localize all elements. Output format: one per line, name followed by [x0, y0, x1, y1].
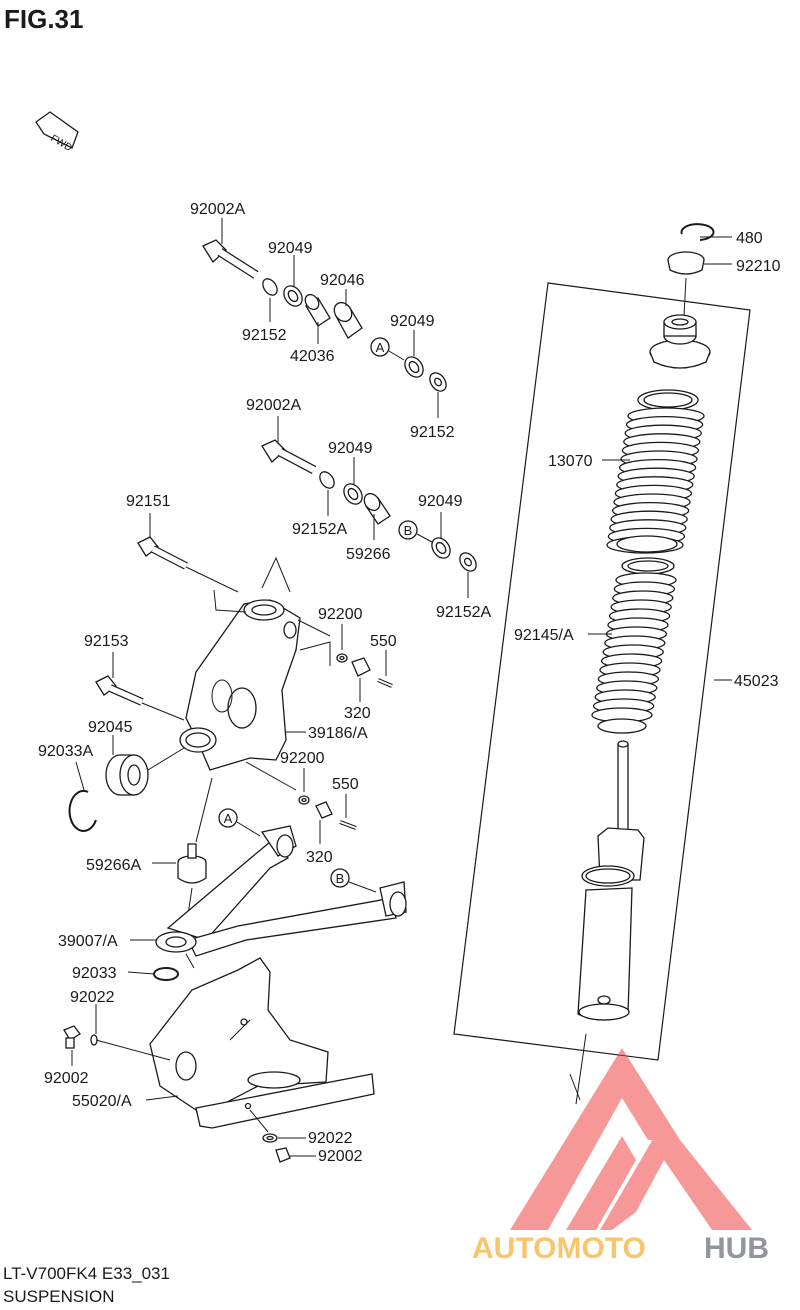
label-59266: 59266: [346, 546, 391, 563]
label-92022-1: 92022: [70, 989, 115, 1006]
label-480: 480: [736, 230, 763, 247]
watermark-logo: [510, 1048, 752, 1230]
callout-a-lower: [218, 808, 238, 828]
damper-body: [577, 740, 645, 1021]
label-55020a: 55020/A: [72, 1093, 132, 1110]
nut-group-upper: [336, 653, 393, 688]
figure-code: LT-V700FK4 E33_031: [3, 1264, 170, 1283]
label-320-2: 320: [306, 849, 333, 866]
circlip-92033: [153, 967, 179, 981]
bearing-59266: [363, 492, 391, 525]
label-92200-2: 92200: [280, 750, 325, 767]
bearing-92045: [105, 747, 185, 796]
bolt-92153: [95, 675, 185, 721]
bolt-92002-right: [262, 1133, 291, 1163]
label-92002-2: 92002: [318, 1148, 363, 1165]
circlip-92033a: [68, 789, 97, 832]
label-320-1: 320: [344, 705, 371, 722]
label-92049-3: 92049: [328, 440, 373, 457]
bolt-92002-left: [63, 1025, 81, 1049]
label-92210: 92210: [736, 258, 781, 275]
figure-name: SUSPENSION: [3, 1287, 114, 1306]
label-92022-2: 92022: [308, 1130, 353, 1147]
label-39007a: 39007/A: [58, 933, 118, 950]
knuckle-39186a: [179, 556, 331, 771]
callout-a-upper: [370, 337, 390, 357]
label-92033a: 92033A: [38, 743, 93, 760]
label-92002a-mid: 92002A: [246, 397, 301, 414]
label-92049-1: 92049: [268, 240, 313, 257]
guard-55020a: [149, 957, 375, 1129]
shock-absorber-frame-45023: [453, 282, 751, 1061]
svg-text:B: B: [336, 871, 345, 886]
collar-42036: [304, 293, 331, 327]
callout-b-lower: [330, 868, 350, 888]
label-92151: 92151: [126, 493, 171, 510]
svg-text:A: A: [376, 340, 385, 355]
knuckle-bolt-92151: [137, 536, 239, 593]
label-13070: 13070: [548, 453, 593, 470]
spring-92145a: [591, 557, 677, 734]
bolt-92002a-top: [202, 239, 259, 279]
watermark-text-a: AUTOMOTO: [472, 1232, 646, 1265]
ball-joint-59266a: [177, 843, 207, 929]
label-92046: 92046: [320, 272, 365, 289]
nut-group-lower: [298, 795, 357, 830]
label-92152a-1: 92152A: [292, 521, 347, 538]
label-92153: 92153: [84, 633, 129, 650]
label-92049-2: 92049: [390, 313, 435, 330]
circlip-480: [680, 223, 715, 241]
label-45023: 45023: [734, 673, 779, 690]
label-92002a-top: 92002A: [190, 201, 245, 218]
figure-title: FIG.31: [4, 4, 83, 34]
bearing-92046: [333, 301, 363, 339]
upper-bushing-group: A: [202, 239, 447, 392]
label-92002-1: 92002: [44, 1070, 89, 1087]
label-92045: 92045: [88, 719, 133, 736]
boot-13070: [606, 389, 705, 554]
label-550-2: 550: [332, 776, 359, 793]
a-arm-39007a: [155, 825, 407, 969]
label-92152-2: 92152: [410, 424, 455, 441]
label-39186a: 39186/A: [308, 725, 368, 742]
svg-text:A: A: [224, 811, 233, 826]
label-59266a: 59266A: [86, 857, 141, 874]
watermark-text-b: HUB: [704, 1232, 769, 1265]
fwd-arrow-icon: FWD: [35, 111, 79, 154]
label-42036: 42036: [290, 348, 335, 365]
label-92152a-2: 92152A: [436, 604, 491, 621]
callout-b-upper: [398, 520, 418, 540]
middle-bushing-group: B: [261, 439, 477, 572]
washer-92022-left: [90, 1034, 98, 1046]
label-92200-1: 92200: [318, 606, 363, 623]
bolt-92002a-mid: [261, 439, 317, 474]
label-92152-1: 92152: [242, 327, 287, 344]
shock-top-hardware: [649, 223, 715, 369]
label-92033: 92033: [72, 965, 117, 982]
washer-92152-1: [262, 278, 278, 296]
label-92049-4: 92049: [418, 493, 463, 510]
washer-92152a-1: [319, 471, 335, 489]
label-92145a: 92145/A: [514, 627, 574, 644]
label-550-1: 550: [370, 633, 397, 650]
svg-text:B: B: [404, 523, 413, 538]
